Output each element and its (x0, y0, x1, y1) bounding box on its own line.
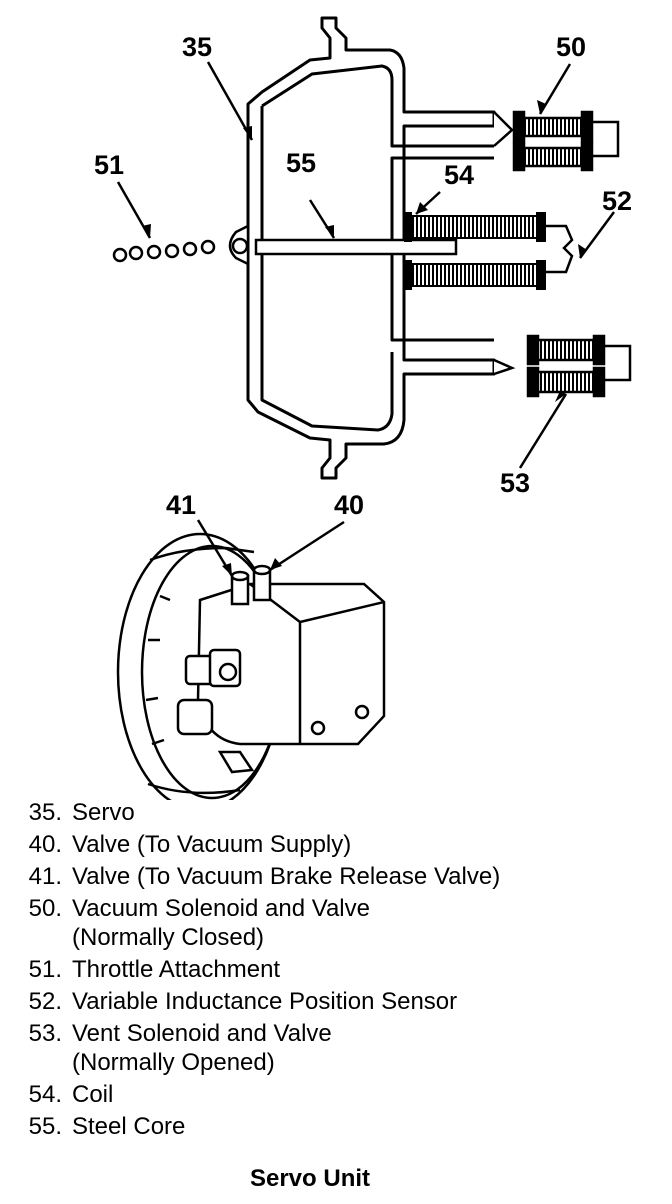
callout-35: 35 (182, 32, 212, 62)
legend-item: 35. Servo (16, 798, 656, 827)
legend-number: 40. (28, 831, 62, 858)
legend-text: Coil (72, 1081, 114, 1108)
callout-40: 40 (334, 490, 364, 520)
legend-number: 55. (28, 1113, 62, 1140)
servo-3d-view (116, 532, 386, 800)
legend-item: 40. Valve (To Vacuum Supply) (16, 830, 656, 859)
legend-item: 53. Vent Solenoid and Valve (Normally Op… (16, 1019, 656, 1077)
throttle-chain (112, 223, 250, 267)
legend-number: 53. (28, 1020, 62, 1047)
legend-number: 50. (28, 895, 62, 922)
legend-text: Steel Core (72, 1113, 186, 1140)
callout-41: 41 (166, 490, 196, 520)
callout-51: 51 (94, 150, 124, 180)
legend-number: 54. (28, 1081, 62, 1108)
legend-number: 51. (28, 956, 62, 983)
steel-core (254, 238, 458, 256)
legend-text: Vent Solenoid and Valve (72, 1020, 332, 1047)
legend-number: 52. (28, 988, 62, 1015)
legend-text-continued: (Normally Closed) (72, 924, 265, 951)
legend-text-continued: (Normally Opened) (72, 1049, 275, 1076)
vent-solenoid (493, 334, 632, 398)
vacuum-solenoid (493, 110, 620, 172)
legend-item: 50. Vacuum Solenoid and Valve (Normally … (16, 894, 656, 952)
legend-number: 41. (28, 863, 62, 890)
sensor-wiring (546, 224, 574, 274)
figure-caption: Servo Unit (249, 1165, 371, 1192)
legend-item: 52. Variable Inductance Position Sensor (16, 987, 656, 1016)
legend-text: Variable Inductance Position Sensor (72, 988, 458, 1015)
callout-52: 52 (602, 186, 632, 216)
callout-53: 53 (500, 468, 530, 498)
coil (404, 212, 546, 290)
legend-item: 54. Coil (16, 1080, 656, 1109)
legend-item: 51. Throttle Attachment (16, 955, 656, 984)
legend-text: Valve (To Vacuum Brake Release Valve) (72, 863, 501, 890)
arrowheads (142, 100, 587, 576)
parts-legend: 35. Servo 40. Valve (To Vacuum Supply) 4… (16, 798, 656, 1144)
legend-number: 35. (28, 799, 62, 826)
legend-text-block: Vacuum Solenoid and Valve (Normally Clos… (72, 894, 656, 952)
callout-55: 55 (286, 148, 316, 178)
legend-item: 55. Steel Core (16, 1112, 656, 1141)
callout-50: 50 (556, 32, 586, 62)
legend-text: Throttle Attachment (72, 956, 281, 983)
legend-text-block: Vent Solenoid and Valve (Normally Opened… (72, 1019, 656, 1077)
legend-item: 41. Valve (To Vacuum Brake Release Valve… (16, 862, 656, 891)
servo-diagram: 35 51 55 54 50 52 53 41 40 (94, 16, 632, 800)
callout-54: 54 (444, 160, 474, 190)
legend-text: Valve (To Vacuum Supply) (72, 831, 352, 858)
legend-text: Servo (72, 799, 135, 826)
legend-text: Vacuum Solenoid and Valve (72, 895, 370, 922)
